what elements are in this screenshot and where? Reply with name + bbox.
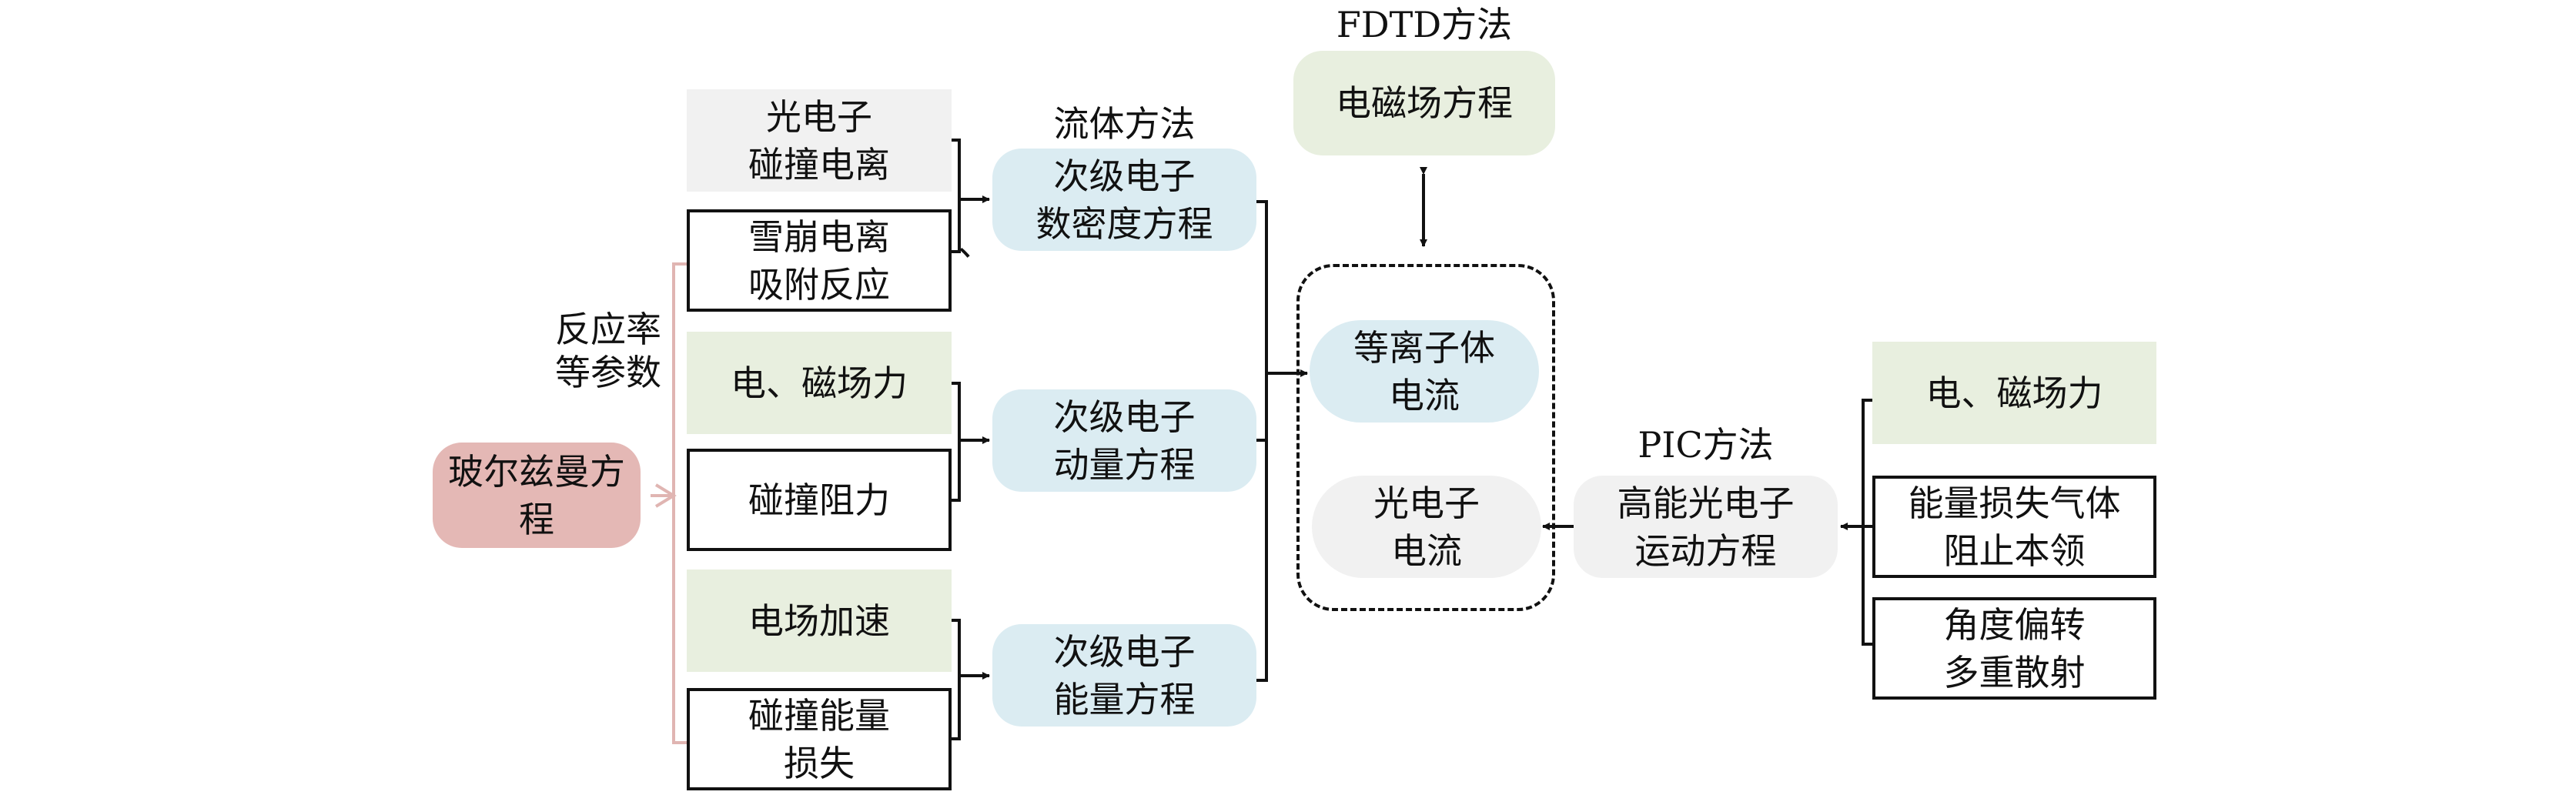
input-label: 碰撞阻力 [748, 479, 890, 521]
input-field-acceleration: 电场加速 [687, 570, 952, 672]
photoelectron-motion-equation-box: 高能光电子 运动方程 [1574, 476, 1838, 578]
stray-comma-mark: 、 [958, 222, 993, 264]
equation-label: 次级电子 能量方程 [1053, 630, 1196, 720]
pair-brackets [952, 139, 1872, 740]
equation-label: 次级电子 动量方程 [1053, 396, 1196, 486]
bracket-pair-1 [952, 139, 961, 253]
reaction-rate-label: 反应率 等参数 [555, 309, 661, 393]
density-equation-box: 次级电子 数密度方程 [992, 149, 1256, 251]
right-input-multiple-scattering: 角度偏转 多重散射 [1872, 597, 2156, 700]
boltzmann-equation-label: 玻尔兹曼方程 [448, 450, 625, 540]
equation-label: 高能光电子 运动方程 [1617, 482, 1795, 572]
equation-label: 电磁场方程 [1336, 82, 1513, 124]
input-label: 光电子 碰撞电离 [748, 95, 890, 185]
em-field-equation-box: 电磁场方程 [1293, 51, 1555, 155]
input-label: 能量损失气体 阻止本领 [1908, 482, 2121, 572]
current-label: 等离子体 电流 [1353, 326, 1495, 416]
right-bracket [1862, 399, 1872, 646]
momentum-equation-box: 次级电子 动量方程 [992, 389, 1256, 492]
input-em-force: 电、磁场力 [687, 332, 952, 434]
right-input-stopping-power: 能量损失气体 阻止本领 [1872, 476, 2156, 578]
plasma-current-box: 等离子体 电流 [1310, 320, 1539, 423]
pic-method-label: PIC方法 [1638, 424, 1774, 466]
input-label: 电、磁场力 [1925, 372, 2103, 414]
input-label: 碰撞能量 损失 [748, 694, 890, 784]
source-bracket [651, 262, 687, 744]
current-label: 光电子 电流 [1373, 482, 1480, 572]
photoelectron-current-box: 光电子 电流 [1312, 476, 1541, 578]
equation-label: 次级电子 数密度方程 [1035, 155, 1213, 245]
input-collision-drag: 碰撞阻力 [687, 449, 952, 551]
fdtd-method-label: FDTD方法 [1336, 4, 1513, 45]
input-label: 电、磁场力 [731, 362, 908, 404]
input-label: 雪崩电离 吸附反应 [748, 215, 890, 306]
right-input-em-force: 电、磁场力 [1872, 342, 2156, 444]
current-group-dashed-box [1296, 264, 1555, 611]
energy-equation-box: 次级电子 能量方程 [992, 624, 1256, 727]
input-avalanche-attachment: 雪崩电离 吸附反应 [687, 209, 952, 312]
input-label: 角度偏转 多重散射 [1943, 603, 2086, 693]
boltzmann-equation-box: 玻尔兹曼方程 [433, 443, 641, 548]
input-collision-energy-loss: 碰撞能量 损失 [687, 688, 952, 790]
bracket-pair-3 [952, 619, 961, 740]
pink-bracket-line [672, 262, 687, 744]
bracket-pair-2 [952, 382, 961, 502]
input-photoelectron-ionization: 光电子 碰撞电离 [687, 89, 952, 192]
input-label: 电场加速 [748, 600, 890, 642]
fluid-method-label: 流体方法 [1053, 103, 1196, 145]
